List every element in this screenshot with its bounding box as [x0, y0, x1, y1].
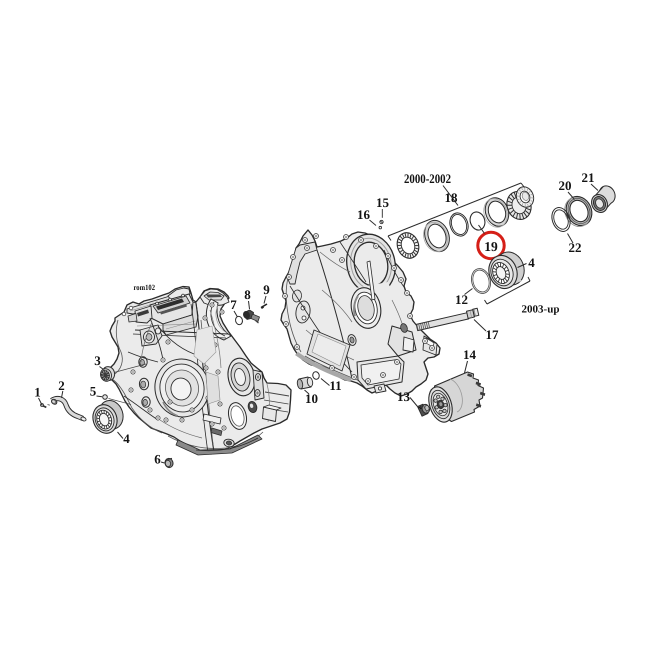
svg-text:20: 20 — [558, 178, 571, 193]
svg-text:7: 7 — [230, 297, 237, 312]
svg-text:15: 15 — [376, 195, 390, 210]
svg-text:2: 2 — [58, 378, 65, 393]
svg-text:11: 11 — [329, 378, 341, 393]
svg-text:18: 18 — [444, 190, 458, 205]
svg-text:5: 5 — [90, 383, 97, 398]
svg-text:4: 4 — [123, 431, 130, 446]
svg-text:22: 22 — [568, 240, 581, 255]
svg-text:6: 6 — [154, 451, 161, 466]
svg-text:2000-2002: 2000-2002 — [404, 171, 451, 186]
svg-text:2003-up: 2003-up — [521, 303, 559, 315]
svg-text:12: 12 — [455, 292, 468, 307]
svg-text:17: 17 — [485, 327, 499, 342]
svg-text:19: 19 — [484, 239, 498, 254]
svg-text:9: 9 — [263, 282, 270, 297]
svg-text:3: 3 — [94, 353, 101, 368]
svg-text:8: 8 — [244, 287, 251, 302]
svg-text:rom102: rom102 — [133, 283, 155, 292]
svg-text:10: 10 — [305, 391, 318, 406]
svg-text:14: 14 — [463, 347, 477, 362]
svg-text:13: 13 — [397, 389, 411, 404]
svg-text:4: 4 — [528, 255, 535, 270]
svg-text:21: 21 — [581, 170, 594, 185]
svg-text:16: 16 — [357, 207, 371, 222]
svg-text:1: 1 — [34, 384, 41, 399]
